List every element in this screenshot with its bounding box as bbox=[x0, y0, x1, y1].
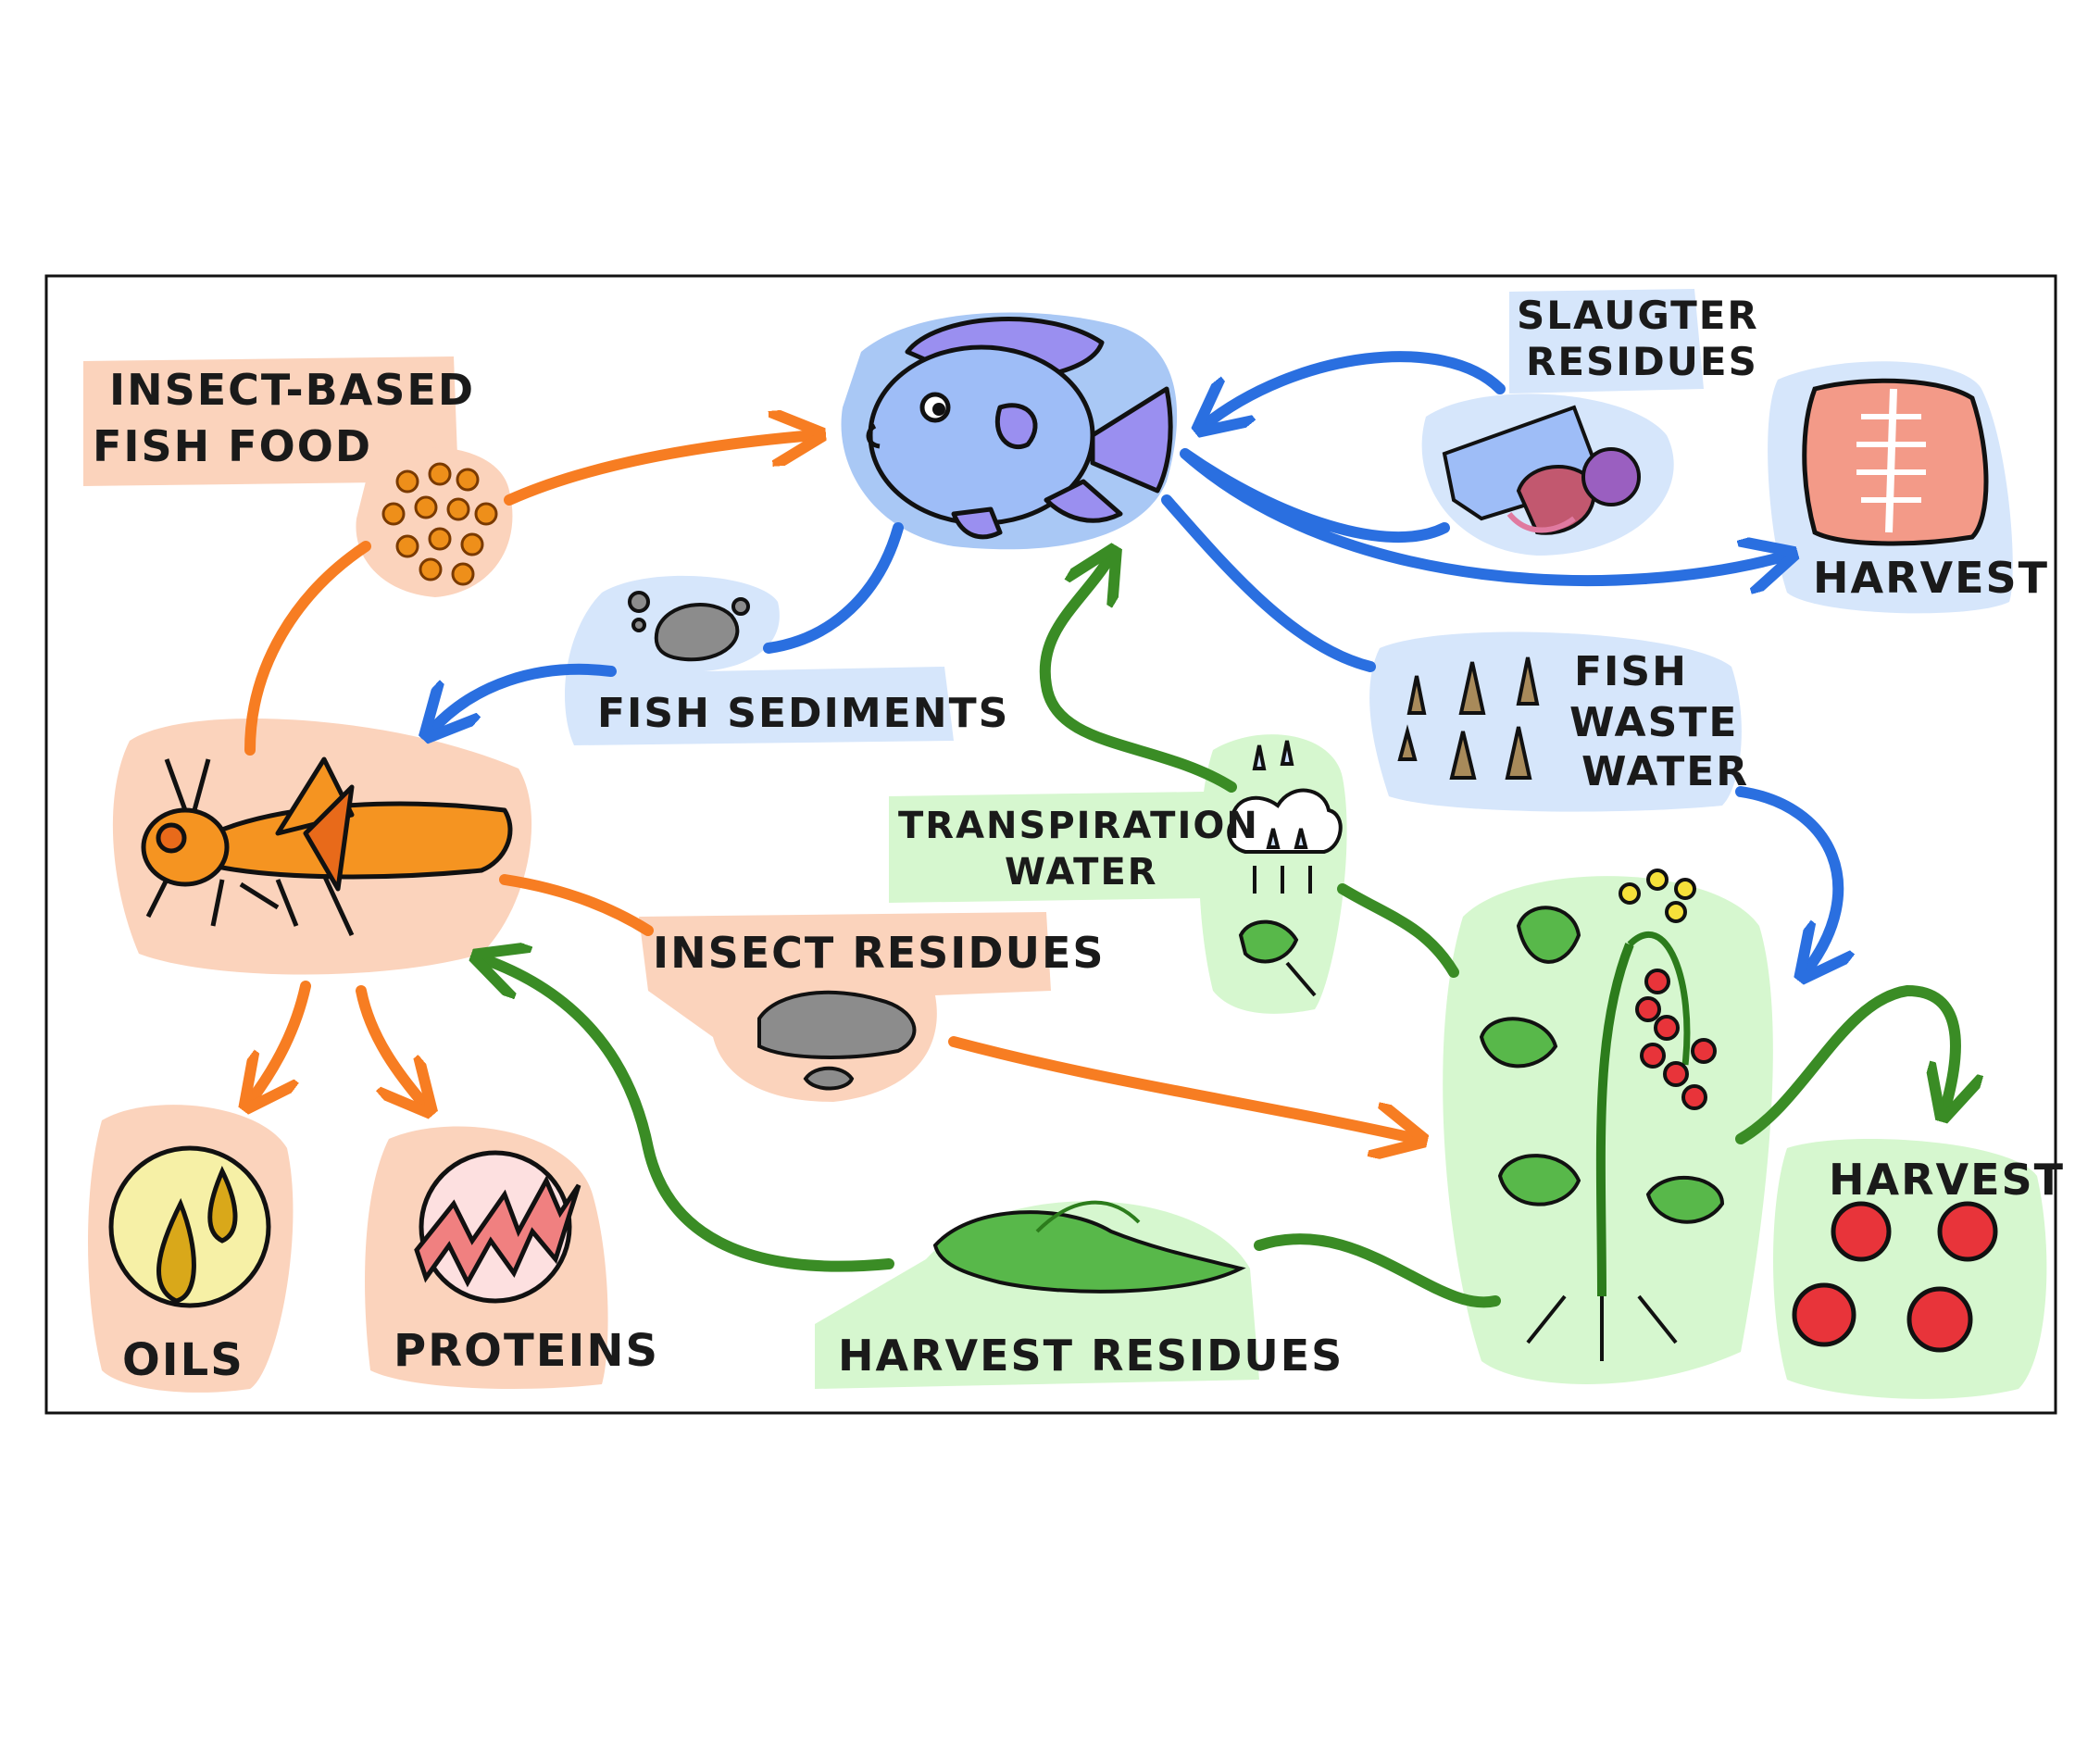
harvest-plant-label: HARVEST bbox=[1829, 1155, 2065, 1205]
plant-blob bbox=[1443, 876, 1773, 1384]
arrow-fish-to-sediments bbox=[763, 522, 904, 654]
arrow-transpiration-to-fish bbox=[1039, 556, 1237, 793]
salmon-fillet-icon bbox=[1802, 378, 1989, 546]
tomato-cluster bbox=[1635, 969, 1717, 1110]
arrow-plant-to-harvest-residues bbox=[1254, 1233, 1501, 1308]
fish-waste-label-line2: WASTE bbox=[1569, 699, 1738, 746]
arrow-insect-to-food bbox=[244, 541, 371, 756]
fish-waste-label-line3: WATER bbox=[1581, 748, 1749, 795]
fish-sediments-label: FISH SEDIMENTS bbox=[597, 690, 1009, 737]
arrow-food-to-fish bbox=[504, 435, 815, 506]
labels: INSECT-BASED FISH FOOD SLAUGTER RESIDUES… bbox=[93, 293, 2065, 1386]
oils-icon bbox=[108, 1145, 271, 1308]
slaughter-label-line1: SLAUGTER bbox=[1517, 293, 1759, 338]
arrow-fish-to-wastewater bbox=[1161, 494, 1376, 672]
transpiration-label-blob bbox=[889, 792, 1208, 903]
tomato-icon bbox=[1792, 1201, 1998, 1353]
oils-label: OILS bbox=[122, 1334, 244, 1386]
proteins-icon bbox=[414, 1150, 581, 1304]
slaughter-residues-icon bbox=[1442, 405, 1641, 535]
slaughter-label-line2: RESIDUES bbox=[1526, 339, 1758, 384]
slaughter-label-blob bbox=[1509, 289, 1704, 394]
water-drops-icon bbox=[1397, 656, 1540, 780]
arrow-wastewater-to-plant bbox=[1735, 786, 1838, 972]
arrow-slaughter-to-fish bbox=[1204, 351, 1506, 426]
tomato-plant-icon bbox=[1479, 869, 1725, 1361]
proteins-label: PROTEINS bbox=[394, 1325, 659, 1377]
arrow-insect-to-oils bbox=[250, 981, 311, 1102]
harvest-residues-label: HARVEST RESIDUES bbox=[838, 1331, 1344, 1381]
transpiration-label-line1: TRANSPIRATION bbox=[898, 805, 1259, 847]
transpiration-label-line2: WATER bbox=[1005, 851, 1158, 894]
fish-food-pellets-icon bbox=[381, 462, 498, 586]
food-label-blob bbox=[83, 356, 458, 486]
fish-icon bbox=[866, 317, 1173, 540]
arrows bbox=[244, 351, 1956, 1308]
grasshopper-icon bbox=[141, 756, 513, 937]
harvest-fish-label: HARVEST bbox=[1813, 553, 2049, 603]
arrow-plant-to-transpiration bbox=[1337, 883, 1459, 978]
arrow-residues-to-insect bbox=[481, 958, 894, 1272]
arrow-insect-to-residues bbox=[499, 874, 654, 936]
insect-food-label-line2: FISH FOOD bbox=[93, 421, 372, 471]
insect-food-label-line1: INSECT-BASED bbox=[109, 365, 475, 415]
fish-waste-label-line1: FISH bbox=[1574, 648, 1688, 695]
arrow-plant-to-tomatoes bbox=[1735, 984, 1956, 1144]
insect-residues-icon bbox=[757, 990, 917, 1091]
flower-cluster bbox=[1619, 869, 1696, 923]
arrow-sediments-to-insect bbox=[431, 663, 617, 731]
sediments-icon bbox=[628, 591, 750, 662]
arrow-insect-to-proteins bbox=[356, 985, 426, 1106]
harvest-residues-icon bbox=[932, 1200, 1246, 1294]
arrow-fish-to-harvest bbox=[1180, 448, 1787, 581]
arrow-residues-to-plant bbox=[948, 1036, 1417, 1139]
transpiration-icon bbox=[1227, 740, 1343, 997]
insect-residues-label: INSECT RESIDUES bbox=[653, 928, 1106, 978]
